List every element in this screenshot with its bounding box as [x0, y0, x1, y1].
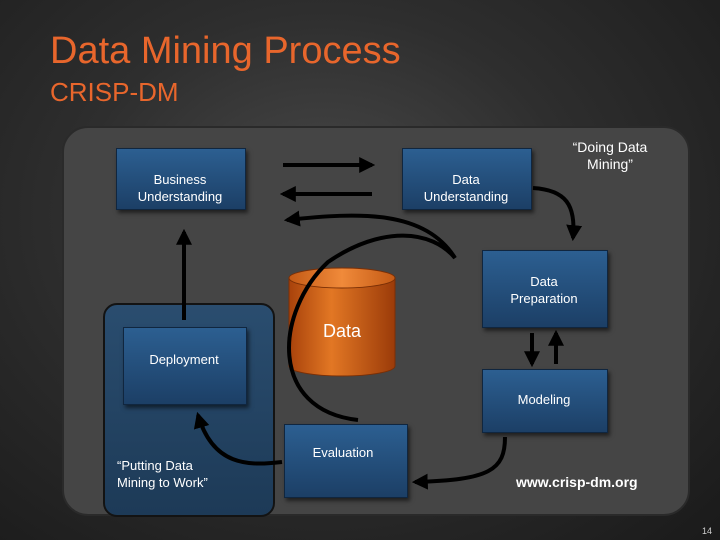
- slide-title: Data Mining Process: [50, 30, 401, 72]
- arrow-eval-to-bu: [283, 210, 457, 422]
- evaluation-box: [284, 424, 408, 498]
- page-number: 14: [701, 526, 712, 536]
- data-store-label: Data: [322, 321, 362, 341]
- deployment-label: Deployment: [149, 352, 219, 367]
- data-preparation-label: Data Preparation: [510, 274, 578, 306]
- arrow-mod-to-eval: [411, 436, 507, 490]
- arrow-eval-to-deploy: [193, 411, 283, 466]
- deployment-box: [123, 327, 247, 405]
- business-understanding-box: [116, 148, 246, 210]
- business-understanding-label: Business Understanding: [137, 172, 223, 204]
- doing-data-mining-annotation: “Doing Data Mining”: [572, 139, 648, 172]
- data-preparation-box: [482, 250, 608, 328]
- data-understanding-box: [402, 148, 532, 210]
- putting-to-work-annotation: “Putting Data Mining to Work”: [117, 458, 208, 490]
- arrow-du-to-dp: [532, 186, 583, 242]
- crisp-dm-website-link[interactable]: www.crisp-dm.org: [516, 474, 638, 490]
- modeling-box: [482, 369, 608, 433]
- slide-subtitle: CRISP-DM: [50, 77, 179, 107]
- evaluation-label: Evaluation: [312, 445, 374, 460]
- data-understanding-label: Data Understanding: [423, 172, 509, 204]
- modeling-label: Modeling: [517, 392, 571, 407]
